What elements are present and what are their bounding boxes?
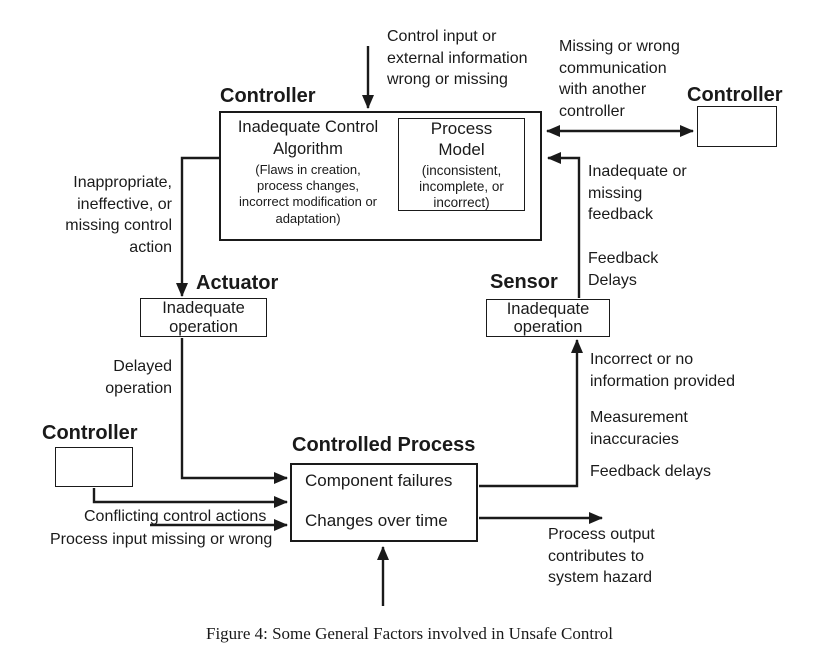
arrow-feedback-to-controller (547, 152, 581, 298)
sensor-label: Sensor (490, 271, 558, 293)
peer-controller-label: Controller (687, 84, 783, 106)
annotation-inappropriate-action: Inappropriate, ineffective, or missing c… (65, 174, 172, 256)
peer-controller-box (697, 106, 777, 147)
annotation-measurement-inaccuracies: Measurement inaccuracies (590, 409, 688, 448)
control-algorithm-block: Inadequate Control Algorithm (Flaws in c… (226, 117, 390, 227)
arrow-other-controller-to-process (92, 488, 288, 508)
annotation-feedback-delays-upper: Feedback Delays (588, 250, 659, 289)
other-controller-label: Controller (42, 422, 138, 444)
annotation-missing-communication: Missing or wrong communication with anot… (559, 38, 680, 120)
actuator-label: Actuator (196, 272, 279, 294)
process-model-title: Process Model (430, 118, 493, 160)
annotation-delayed-operation: Delayed operation (105, 358, 172, 397)
other-controller-box (55, 447, 133, 487)
controlled-process-row-component-failures: Component failures (305, 471, 453, 490)
control-algorithm-title: Inadequate Control Algorithm (237, 118, 379, 158)
process-model-detail: (inconsistent, incomplete, or incorrect) (419, 162, 504, 211)
annotation-control-input: Control input or external information wr… (387, 28, 528, 88)
annotation-inadequate-feedback: Inadequate or missing feedback (588, 163, 687, 223)
process-model-box: Process Model (inconsistent, incomplete,… (398, 118, 525, 211)
arrow-control-action-to-actuator (176, 156, 221, 297)
control-algorithm-detail: (Flaws in creation, process changes, inc… (239, 162, 377, 226)
annotation-process-output: Process output contributes to system haz… (548, 526, 655, 586)
sensor-box: Inadequate operation (486, 299, 610, 337)
actuator-box: Inadequate operation (140, 298, 267, 337)
controlled-process-row-changes-over-time: Changes over time (305, 511, 448, 530)
figure-caption: Figure 4: Some General Factors involved … (206, 624, 613, 643)
actuator-content: Inadequate operation (162, 299, 245, 336)
controlled-process-label: Controlled Process (292, 434, 476, 456)
controller-main-label: Controller (220, 85, 316, 107)
annotation-incorrect-information: Incorrect or no information provided (590, 351, 735, 390)
controlled-process-box: Component failures Changes over time (290, 463, 478, 542)
arrow-process-to-sensor (479, 339, 583, 488)
annotation-conflicting-actions: Conflicting control actions (84, 508, 267, 525)
sensor-content: Inadequate operation (506, 299, 590, 337)
annotation-process-input: Process input missing or wrong (50, 531, 273, 548)
annotation-feedback-delays-lower: Feedback delays (590, 463, 711, 480)
arrow-actuator-to-process (180, 338, 288, 484)
